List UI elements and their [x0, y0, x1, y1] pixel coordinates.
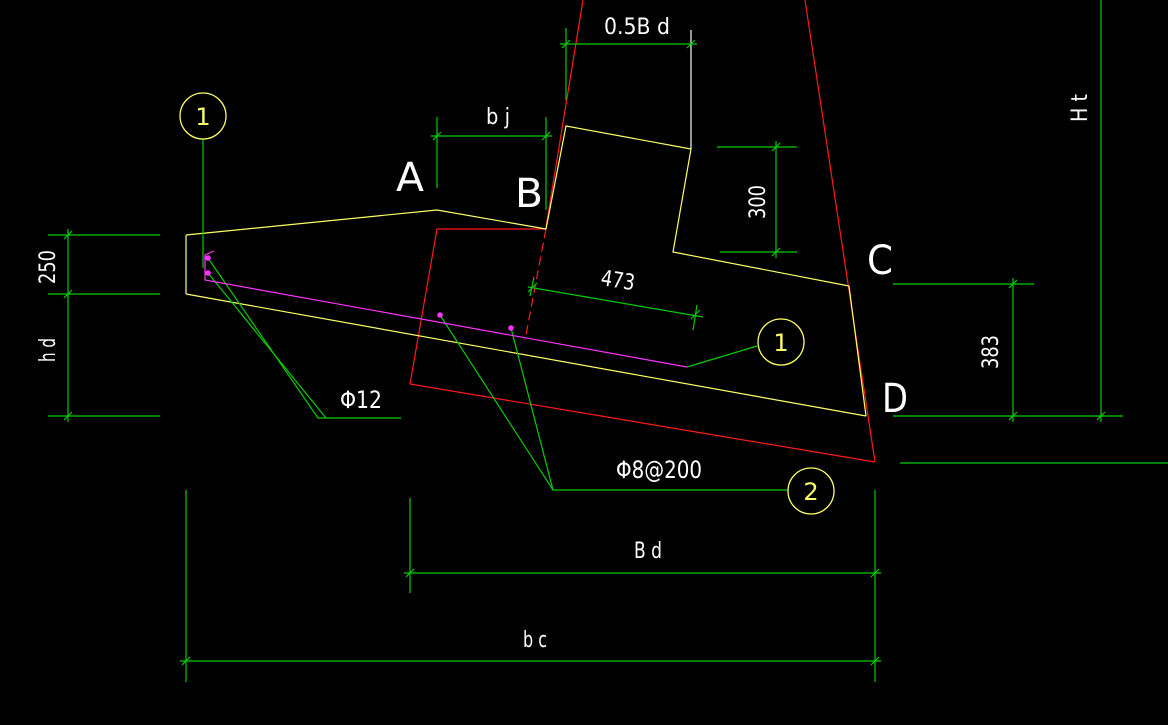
dim-bc-text: b c — [523, 628, 547, 653]
dim-300-tick-t — [771, 142, 781, 152]
rebar-phi12-text: Φ12 — [340, 386, 382, 414]
wall-section-left — [545, 125, 692, 230]
dim-half-bd-tick-r — [686, 39, 696, 49]
callout2-number: 2 — [803, 478, 818, 506]
dim-hd-text: h d — [36, 338, 61, 362]
phi12-leader-b — [207, 272, 327, 419]
footing-bottom-edge — [185, 293, 867, 417]
dimension-texts: 0.5B d b j H t 300 250 h d 473 383 B d b… — [36, 15, 1093, 653]
callout1-top-circle — [179, 92, 227, 140]
callout1-top-number: 1 — [195, 103, 210, 131]
phi12-leader-a — [207, 257, 401, 419]
main-rebar — [204, 250, 688, 368]
dim-300-text: 300 — [746, 185, 771, 219]
dim-473-ext-r — [692, 304, 698, 331]
dim-250-text: 250 — [36, 250, 61, 284]
dim-bd-text: B d — [634, 539, 662, 564]
dim-bd-tick-l — [405, 568, 415, 578]
dim-bj-tick-l — [432, 131, 442, 141]
dim-300-tick-b — [771, 247, 781, 257]
rebar-dot-3 — [437, 312, 443, 318]
rebar-dot-4 — [508, 325, 514, 331]
rebar-lines — [204, 250, 688, 368]
phi8-leader-a — [439, 314, 788, 491]
callout-numbers: 1 1 2 — [195, 103, 818, 506]
wall-left-edge — [545, 0, 584, 228]
point-d-label: D — [882, 376, 908, 422]
toe-top-edge — [185, 209, 547, 236]
rebar-phi8-text: Φ8@200 — [616, 456, 702, 484]
footing-outline — [409, 228, 876, 463]
point-c-label: C — [867, 238, 893, 284]
callout1-right-circle — [757, 318, 805, 366]
dim-bc-tick-l — [181, 656, 191, 666]
dim-half-bd-text: 0.5B d — [604, 15, 670, 40]
section-outline — [185, 125, 867, 417]
dim-383-tick-t — [1008, 279, 1018, 289]
dim-bj-text: b j — [486, 105, 510, 130]
dim-bd-tick-r — [870, 568, 880, 578]
dim-left-tick-2 — [63, 289, 73, 299]
dim-383-text: 383 — [979, 335, 1004, 369]
phi8-leader-b — [510, 327, 554, 491]
dim-left-tick-1 — [63, 230, 73, 240]
dimension-lines — [48, 0, 1168, 682]
dim-473-tick-l — [527, 282, 538, 293]
dim-half-bd-tick-l — [561, 39, 571, 49]
dim-473-tick-r — [690, 309, 701, 320]
rebar-dot-1 — [205, 255, 211, 261]
dim-ht-text: H t — [1068, 94, 1093, 122]
dim-left-tick-3 — [63, 411, 73, 421]
wall-right-edge — [804, 0, 876, 463]
callout2-circle — [787, 467, 835, 515]
dim-473-line — [527, 286, 704, 318]
wall-notch — [672, 148, 850, 287]
dim-383-tick-b — [1008, 411, 1018, 421]
structure-outline — [409, 0, 876, 463]
dim-bj-tick-r — [541, 131, 551, 141]
rebar-dot-2 — [205, 270, 211, 276]
point-b-label: B — [515, 171, 543, 217]
dim-bc-tick-r — [870, 656, 880, 666]
callout-circles — [179, 92, 835, 515]
callout1-right-leader — [686, 345, 758, 368]
dim-473-text: 473 — [599, 266, 636, 296]
point-a-label: A — [396, 155, 425, 201]
callout1-right-number: 1 — [773, 329, 788, 357]
point-labels: A B C D — [396, 155, 908, 422]
dim-473-ext-l — [529, 276, 535, 297]
wall-section-right — [848, 285, 867, 417]
dim-ht-tick-b — [1096, 411, 1106, 421]
rebar-texts: Φ12 Φ8@200 — [340, 386, 702, 484]
